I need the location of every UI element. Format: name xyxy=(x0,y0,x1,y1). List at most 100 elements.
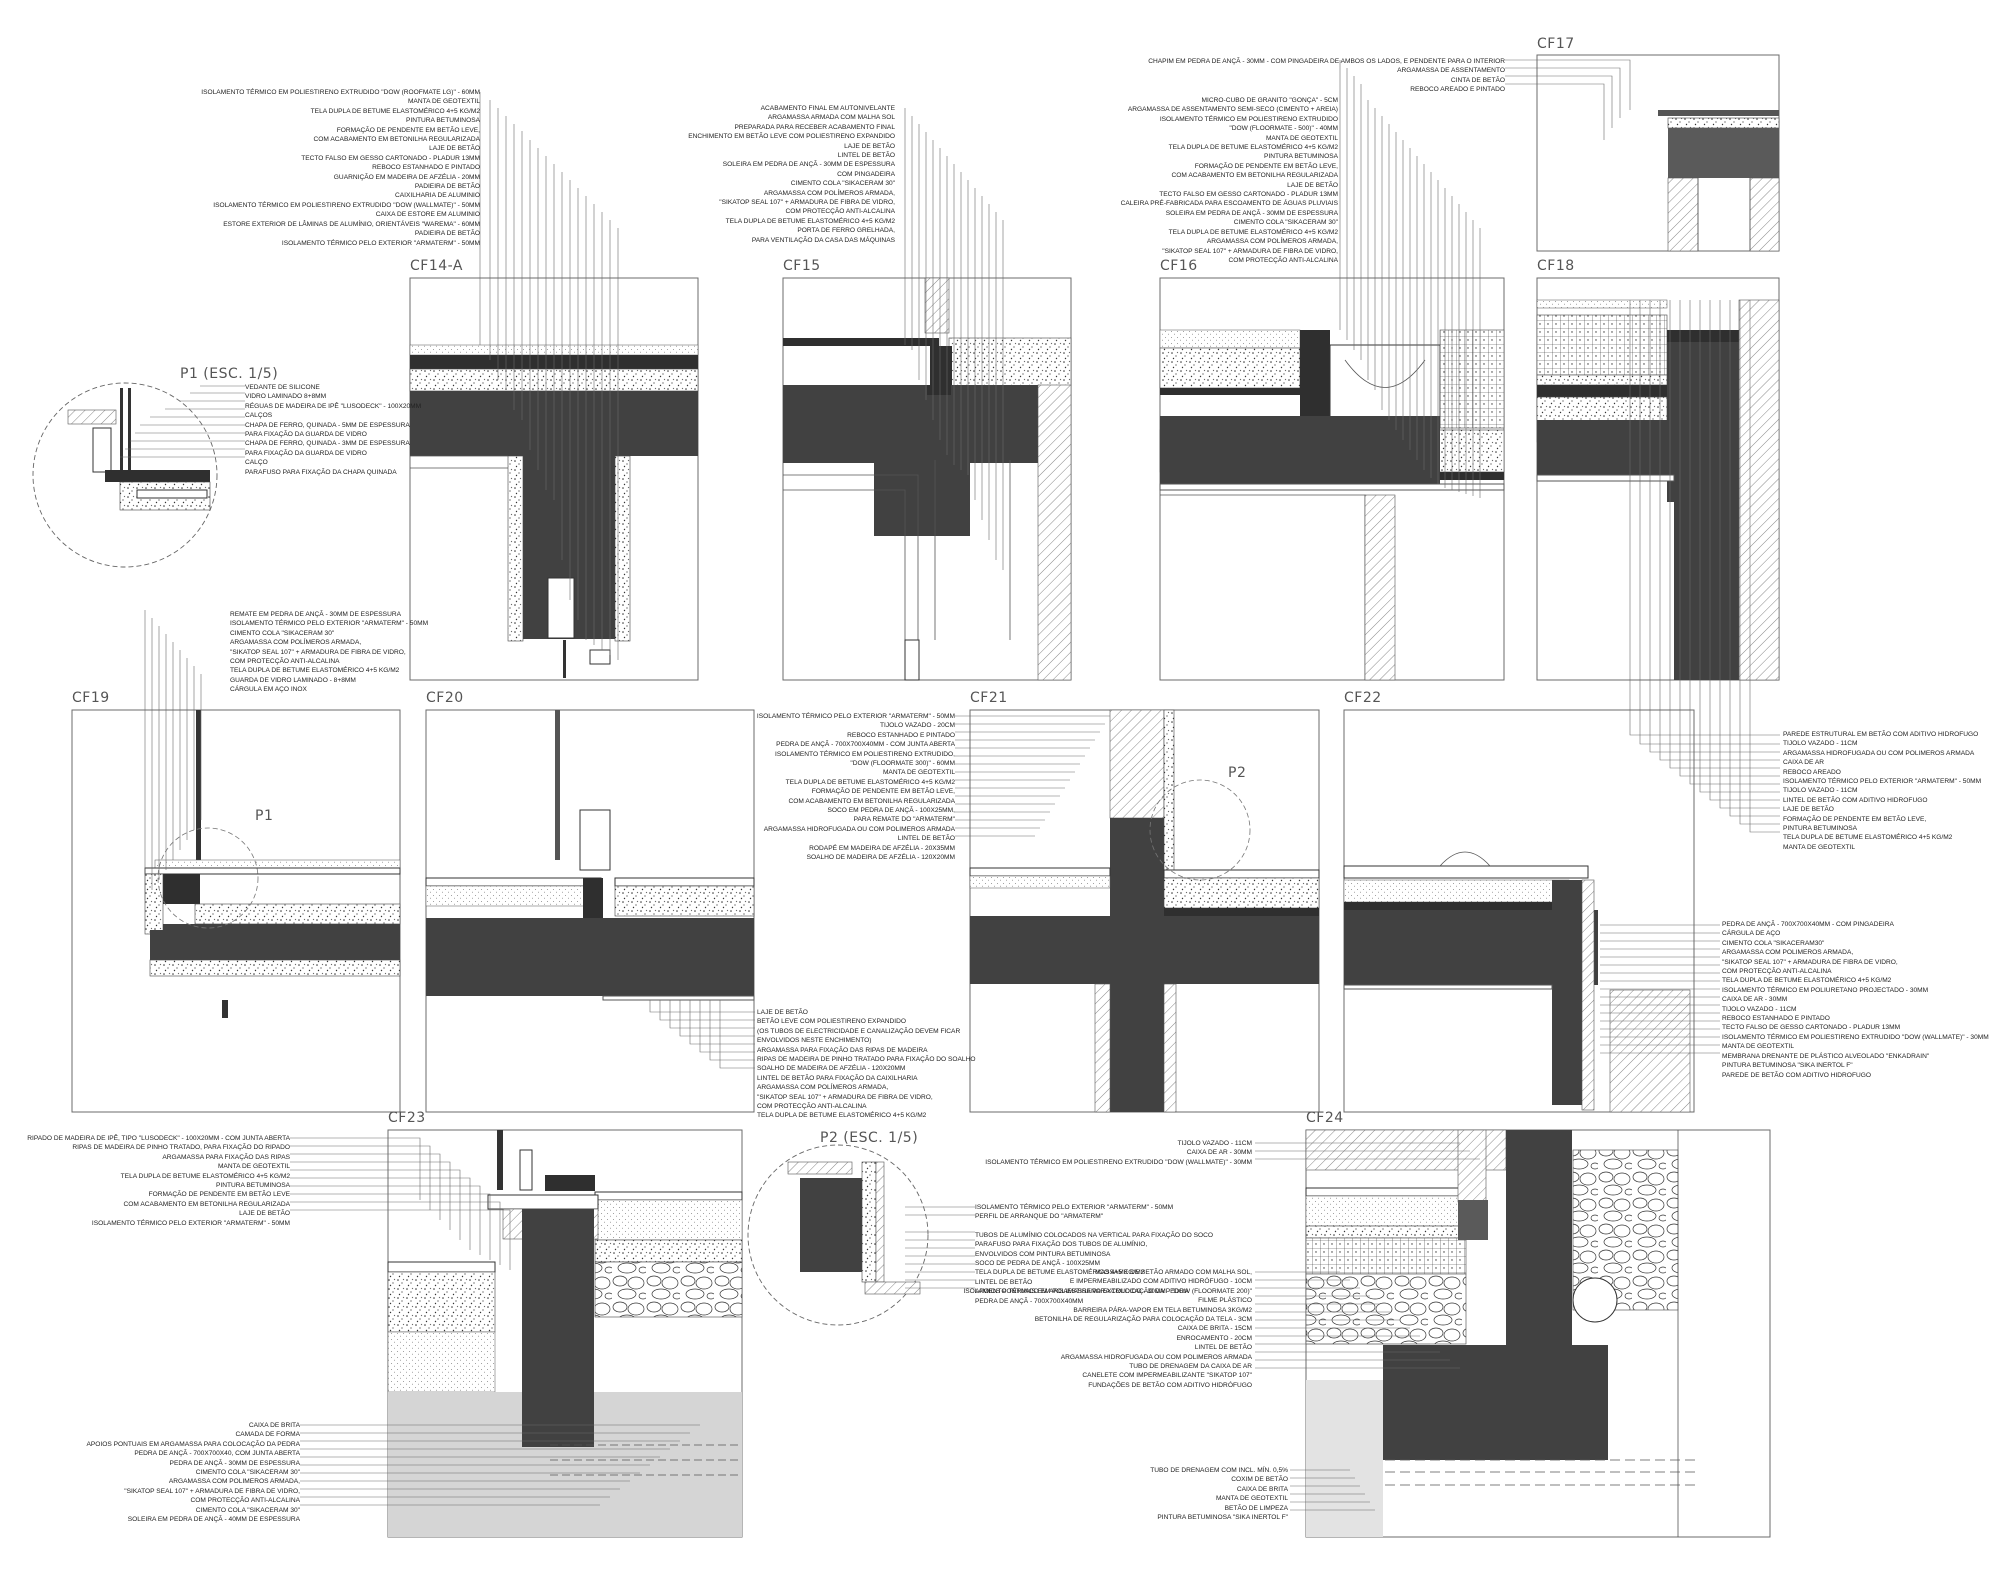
notes-cf24-middle: MASSAME DE BETÃO ARMADO COM MALHA SOL, E… xyxy=(963,1268,1252,1390)
note: TELA DUPLA DE BETUME ELASTOMÉRICO 4+5 Kg… xyxy=(1783,834,1953,842)
note: LINTEL DE BETÃO PARA FIXAÇÃO DA CAIXILHA… xyxy=(757,1074,918,1082)
note: ARGAMASSA COM POLÍMEROS ARMADA, xyxy=(757,1084,889,1092)
note: PARAFUSO PARA FIXAÇÃO DOS TUBOS DE ALUMÍ… xyxy=(975,1241,1148,1249)
note: TELA DUPLA DE BETUME ELASTOMÉRICO 4+5 Kg… xyxy=(757,1112,927,1120)
note: FORMAÇÃO DE PENDENTE EM BETÃO LEVE, xyxy=(1194,162,1338,170)
note: REBOCO ESTANHADO E PINTADO xyxy=(1722,1015,1830,1023)
note: BETONILHA DE REGULARIZAÇÃO PARA COLOCAÇÃ… xyxy=(1034,1316,1252,1324)
note: FORMAÇÃO DE PENDENTE EM BETÃO LEVE, xyxy=(1783,815,1927,823)
note: CIMENTO COLA "SIKACERAM 30" xyxy=(195,1506,300,1514)
note: CHAPA DE FERRO, QUINADA - 3mm DE ESPESSU… xyxy=(245,440,410,448)
note: PADIEIRA DE BETÃO xyxy=(414,183,480,191)
note: TELA DUPLA DE BETUME ELASTOMÉRICO 4+5 Kg… xyxy=(975,1269,1145,1277)
detail-tag-p2: P2 xyxy=(1228,765,1247,781)
note: REMATE EM PEDRA DE ANÇÃ - 30mm DE ESPESS… xyxy=(230,611,401,618)
note: CAIXILHARIA DE ALUMINIO xyxy=(394,192,480,200)
note: FORMAÇÃO DE PENDENTE EM BETÃO LEVE xyxy=(148,1191,290,1199)
note: ARGAMASSA HIDROFUGADA OU COM POLIMEROS A… xyxy=(1783,749,1975,757)
note: PARA VENTILAÇÃO DA CASA DAS MÁQUINAS xyxy=(751,236,895,244)
note: PARAFUSO PARA FIXAÇÃO DA CHAPA QUINADA xyxy=(245,468,397,476)
note: TECTO FALSO DE GESSO CARTONADO - PLADUR … xyxy=(1722,1024,1901,1032)
cf21-section xyxy=(969,709,1320,1113)
note: MANTA DE GEOTEXTIL xyxy=(1722,1043,1795,1051)
note: PINTURA BETUMINOSA xyxy=(1783,825,1858,833)
note: COM PROTECÇÃO ANTI-ALCALINA xyxy=(757,1103,867,1111)
cf18-section xyxy=(1536,277,1780,681)
note: LINTEL DE BETÃO xyxy=(975,1278,1033,1286)
notes-cf16b: MICRO-CUBO DE GRANITO "GONÇA" - 5cm ARGA… xyxy=(1121,96,1338,265)
note: PINTURA BETUMINOSA "SIKA INERTOL F" xyxy=(1722,1062,1853,1070)
note: RIPADO DE MADEIRA DE IPÊ, tipo "LUSODECK… xyxy=(27,1135,290,1142)
note: COM PROTECÇÃO ANTI-ALCALINA xyxy=(230,658,340,666)
note: CALEIRA PRÉ-FABRICADA PARA ESCOAMENTO DE… xyxy=(1120,200,1338,208)
note: RIPAS DE MADEIRA DE PINHO TRATADO PARA F… xyxy=(757,1056,976,1064)
note: SOLEIRA EM PEDRA DE ANÇÃ - 40mm DE ESPES… xyxy=(127,1516,300,1524)
note: PARA FIXAÇÃO DA GUARDA DE VIDRO xyxy=(245,449,367,457)
note: "SIKATOP SEAL 107" + ARMADURA DE FIBRA D… xyxy=(1162,247,1338,255)
panel-label-cf19: CF19 xyxy=(72,690,110,706)
note: TELA DUPLA DE BETUME ELASTOMÉRICO 4+5 Kg… xyxy=(310,107,480,115)
note: CAIXA DE BRITA - 15cm xyxy=(1177,1325,1252,1333)
note: MANTA DE GEOTEXTIL xyxy=(1265,134,1338,142)
note: ARGAMASSA COM POLIMEROS ARMADA, xyxy=(168,1478,300,1486)
panel-label-cf24: CF24 xyxy=(1306,1110,1344,1126)
note: RÉGUAS DE MADEIRA DE IPÊ "LUSODECK" - 10… xyxy=(245,402,422,410)
note: TIJOLO VAZADO - 11cm xyxy=(1783,787,1858,795)
note: MANTA DE GEOTEXTIL xyxy=(1215,1495,1288,1503)
note: MANTA DE GEOTEXTIL xyxy=(407,98,480,106)
note: TIJOLO VAZADO - 11cm xyxy=(1722,1005,1797,1013)
note: LAJE DE BETÃO xyxy=(844,142,895,150)
note: ISOLAMENTO TÉRMICO EM POLIESTIRENO EXTRU… xyxy=(985,1158,1252,1166)
note: BARREIRA PÁRA-VAPOR EM TELA BETUMINOSA 3… xyxy=(1073,1306,1252,1314)
note: FUNDAÇÕES DE BETÃO COM ADITIVO HIDRÓFUGO xyxy=(1088,1381,1252,1389)
note: MANTA DE GEOTEXTIL xyxy=(1783,843,1856,851)
note: RODAPÉ EM MADEIRA DE AFZÉLIA - 20x35mm xyxy=(809,844,955,852)
note: ISOLAMENTO TÉRMICO PELO EXTERIOR "ARMATE… xyxy=(975,1204,1174,1211)
note: ISOLAMENTO TÉRMICO EM POLIESTIRENO EXTRU… xyxy=(201,89,480,96)
note: ARGAMASSA DE ASSENTAMENTO xyxy=(1397,67,1505,75)
note: ARGAMASSA HIDROFUGADA OU COM POLIMEROS A… xyxy=(1060,1353,1252,1361)
note: COXIM DE BETÃO xyxy=(1231,1476,1288,1484)
note: MICRO-CUBO DE GRANITO "GONÇA" - 5cm xyxy=(1201,97,1338,104)
note: "SIKATOP SEAL 107" + ARMADURA DE FIBRA D… xyxy=(719,199,895,207)
note: APOIOS PONTUAIS EM ARGAMASSA PARA COLOCA… xyxy=(975,1288,1189,1296)
note: VEDANTE DE SILICONE xyxy=(245,384,320,391)
note: ISOLAMENTO TÉRMICO EM POLIESTIRENO EXTRU… xyxy=(1722,1033,1989,1041)
note: CAIXA DE AR - 30mm xyxy=(1186,1149,1252,1157)
note: ISOLAMENTO TÉRMICO EM POLIURETANO PROJEC… xyxy=(1722,986,1929,994)
note: ISOLAMENTO TÉRMICO PELO EXTERIOR "ARMATE… xyxy=(756,713,955,720)
note: CAIXA DE BRITA xyxy=(1236,1485,1288,1493)
notes-cf23-top: RIPADO DE MADEIRA DE IPÊ, tipo "LUSODECK… xyxy=(27,1134,290,1228)
note: ARGAMASSA PARA FIXAÇÃO DAS RIPAS DE MADE… xyxy=(757,1046,928,1054)
panel-label-cf17: CF17 xyxy=(1537,36,1575,52)
note: CALÇO xyxy=(245,459,268,467)
note: ISOLAMENTO TÉRMICO EM POLIESTIRENO EXTRU… xyxy=(213,201,480,209)
note: RIPAS DE MADEIRA DE PINHO TRATADO, PARA … xyxy=(72,1144,290,1152)
note: FORMAÇÃO DE PENDENTE EM BETÃO LEVE, xyxy=(811,788,955,796)
panel-label-cf18: CF18 xyxy=(1537,258,1575,274)
note: REBOCO ESTANHADO E PINTADO xyxy=(372,164,480,172)
note: LAJE DE BETÃO xyxy=(1783,806,1834,814)
detail-label-p2: P2 (ESC. 1/5) xyxy=(820,1130,919,1146)
note: E IMPERMEABILIZADO COM ADITIVO HIDRÓFUGO… xyxy=(1069,1278,1252,1286)
note: ISOLAMENTO TÉRMICO PELO EXTERIOR "ARMATE… xyxy=(281,239,480,247)
note: PEDRA DE ANÇÃ - 700x700x40mm xyxy=(975,1297,1084,1305)
notes-cf22: PEDRA DE ANÇÃ - 700x700x40mm - COM PINGA… xyxy=(1722,920,1989,1080)
note: ISOLAMENTO TÉRMICO EM POLIESTIRENO EXTRU… xyxy=(963,1287,1252,1295)
notes-cf23-bottom: CAIXA DE BRITA CAMADA DE FORMA APOIOS PO… xyxy=(87,1421,301,1524)
note: TELA DUPLA DE BETUME ELASTOMÉRICO 4+5 Kg… xyxy=(230,667,400,675)
note: COM PROTECÇÃO ANTI-ALCALINA xyxy=(1722,968,1832,976)
note: PREPARADA PARA RECEBER ACABAMENTO FINAL xyxy=(734,123,896,131)
note: LAJE DE BETÃO xyxy=(1287,181,1338,189)
note: LINTEL DE BETÃO COM ADITIVO HIDROFUGO xyxy=(1783,796,1928,804)
note: ISOLAMENTO TÉRMICO EM POLIESTIRENO EXTRU… xyxy=(774,750,955,758)
note: SOLEIRA EM PEDRA DE ANÇÃ - 30mm DE ESPES… xyxy=(1165,209,1338,217)
note: MANTA DE GEOTEXTIL xyxy=(882,769,955,777)
panel-label-cf16: CF16 xyxy=(1160,258,1198,274)
panel-label-cf14a: CF14-A xyxy=(410,258,463,274)
notes-cf24-top: TIJOLO VAZADO - 11cm CAIXA DE AR - 30mm … xyxy=(985,1139,1252,1167)
note: LAJE DE BETÃO xyxy=(757,1009,808,1016)
notes-cf18: PAREDE ESTRUTURAL EM BETÃO COM ADITIVO H… xyxy=(1783,730,1981,852)
notes-cf15: ACABAMENTO FINAL EM AUTONIVELANTE ARGAMA… xyxy=(688,104,895,245)
